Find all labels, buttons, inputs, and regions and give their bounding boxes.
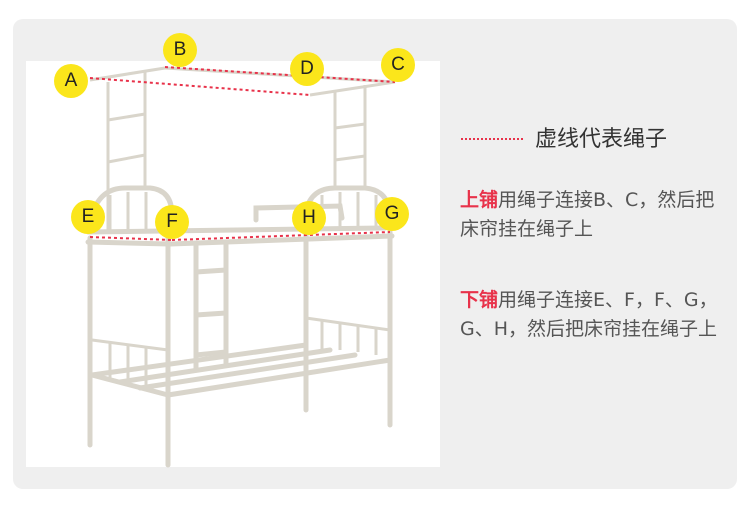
lower-bunk-label: 下铺: [460, 289, 499, 311]
upper-bunk-label: 上铺: [460, 189, 499, 211]
label-badge-b: B: [163, 33, 197, 67]
label-badge-a: A: [54, 64, 88, 98]
bunk-bed-photo: [26, 61, 440, 467]
lower-bunk-instruction: 下铺用绳子连接E、F，F、G，G、H，然后把床帘挂在绳子上: [460, 286, 722, 344]
label-badge-e: E: [71, 200, 105, 234]
lower-bunk-text: 用绳子连接E、F，F、G，G、H，然后把床帘挂在绳子上: [460, 289, 718, 340]
rope-legend-line: [461, 138, 523, 140]
label-badge-g: G: [375, 197, 409, 231]
rope-legend-text: 虚线代表绳子: [535, 127, 668, 152]
label-badge-c: C: [381, 48, 415, 82]
label-badge-h: H: [292, 201, 326, 235]
label-badge-d: D: [290, 52, 324, 86]
label-badge-f: F: [155, 205, 189, 239]
upper-bunk-instruction: 上铺用绳子连接B、C，然后把床帘挂在绳子上: [460, 186, 722, 244]
upper-bunk-text: 用绳子连接B、C，然后把床帘挂在绳子上: [460, 189, 715, 240]
